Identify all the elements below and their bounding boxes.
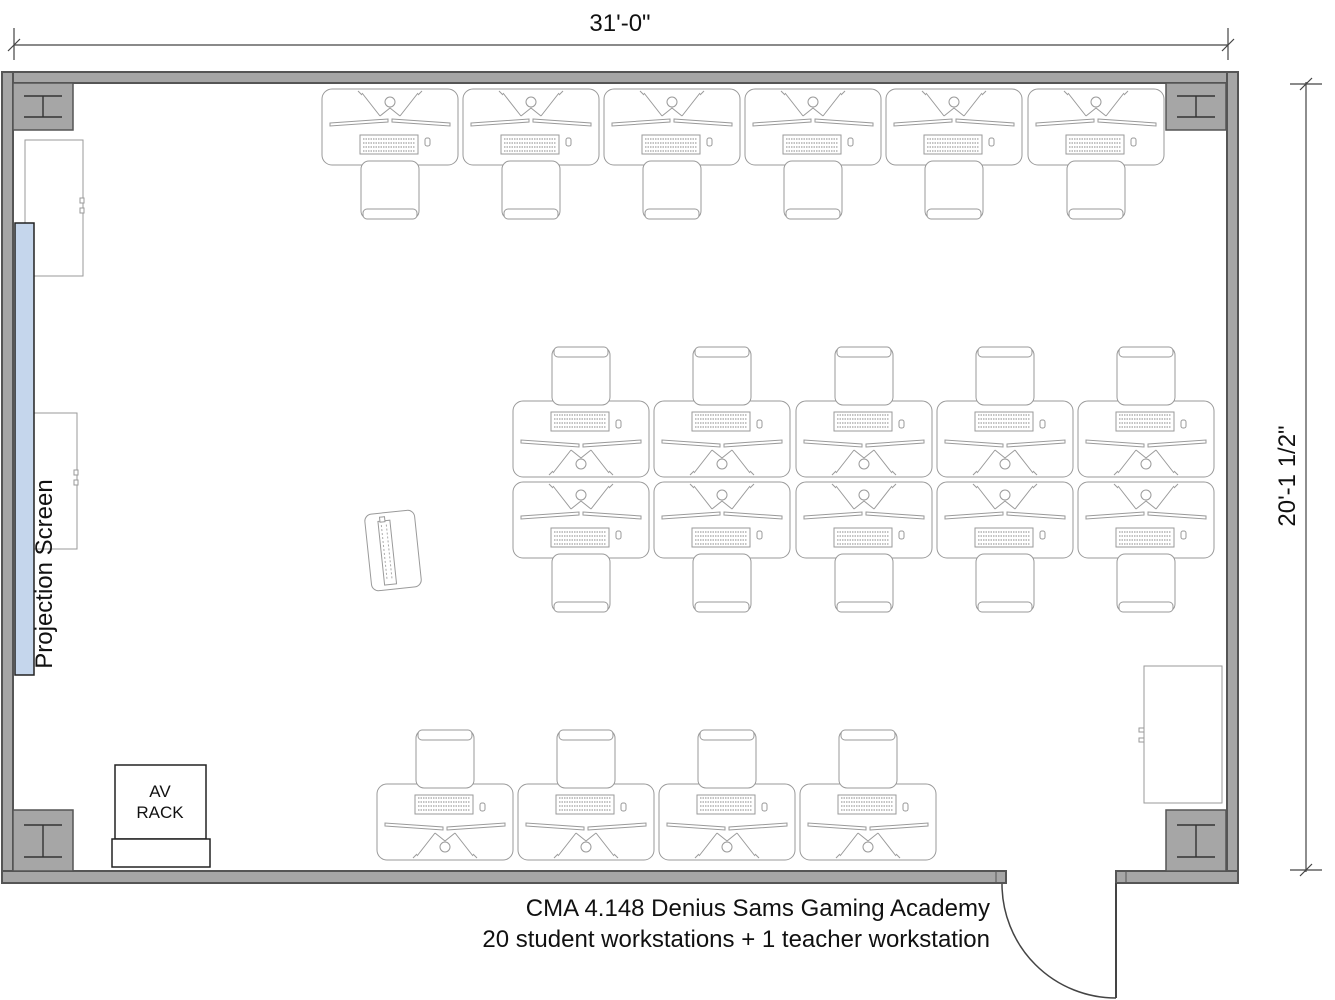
student-workstations: [321, 88, 1215, 861]
av-rack-label-line1: AV: [149, 782, 171, 801]
workstation: [376, 729, 514, 861]
caption-subtitle: 20 student workstations + 1 teacher work…: [482, 926, 990, 953]
workstation: [1077, 481, 1215, 613]
workstation: [653, 346, 791, 478]
column-top-right: [1165, 82, 1227, 131]
width-dimension: 31'-0": [7, 10, 1235, 60]
workstation: [1077, 346, 1215, 478]
workstation: [512, 481, 650, 613]
workstation: [795, 346, 933, 478]
workstation: [799, 729, 937, 861]
workstation: [517, 729, 655, 861]
workstation: [321, 88, 459, 220]
workstation: [658, 729, 796, 861]
av-rack-label-line2: RACK: [136, 803, 184, 822]
projection-screen-label: Projection Screen: [31, 479, 58, 668]
height-dimension: 20'-1 1/2": [1274, 77, 1322, 877]
room-walls: [1, 71, 1239, 884]
workstation: [936, 346, 1074, 478]
workstation: [936, 481, 1074, 613]
column-bottom-right: [1165, 809, 1227, 872]
workstation: [653, 481, 791, 613]
caption-title: CMA 4.148 Denius Sams Gaming Academy: [526, 895, 990, 922]
width-label: 31'-0": [589, 10, 650, 37]
column-bottom-left: [12, 809, 74, 872]
workstation: [512, 346, 650, 478]
workstation: [603, 88, 741, 220]
workstation: [795, 481, 933, 613]
teacher-workstation: [364, 509, 422, 592]
workstation: [885, 88, 1023, 220]
workstation: [744, 88, 882, 220]
door-swing-icon: [1001, 883, 1117, 999]
plan-caption: CMA 4.148 Denius Sams Gaming Academy 20 …: [482, 895, 990, 953]
cabinet-right: [1138, 665, 1223, 804]
column-top-left: [12, 82, 74, 131]
workstation: [1027, 88, 1165, 220]
workstation: [462, 88, 600, 220]
av-rack: AV RACK: [111, 764, 211, 868]
projection-screen: Projection Screen: [14, 222, 58, 676]
height-label: 20'-1 1/2": [1274, 425, 1301, 526]
